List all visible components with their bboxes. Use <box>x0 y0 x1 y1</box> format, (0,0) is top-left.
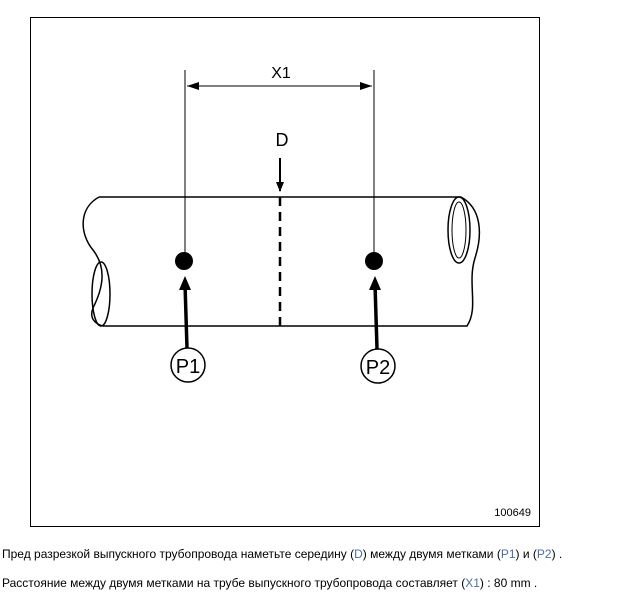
mark-p2-arrowhead <box>369 276 381 290</box>
reference-p1: P1 <box>500 547 516 561</box>
mark-p1-label: P1 <box>176 356 200 378</box>
pipe <box>82 196 481 327</box>
caption-text: ) . <box>551 547 563 561</box>
caption-text: ) и ( <box>515 547 537 561</box>
mark-p2-dot <box>365 252 383 270</box>
reference-p2: P2 <box>536 547 552 561</box>
caption-text: ) : 80 mm . <box>479 576 538 590</box>
figure-number: 100649 <box>494 507 531 519</box>
dimension-label: X1 <box>271 65 291 82</box>
mark-p1-arrowhead <box>179 276 191 290</box>
caption-text: ) между двумя метками ( <box>362 547 501 561</box>
mark-p2-arrow <box>373 283 379 350</box>
mark-p1-dot <box>175 252 193 270</box>
caption-text: Пред разрезкой выпускного трубопровода н… <box>2 547 355 561</box>
caption-line-1: Пред разрезкой выпускного трубопровода н… <box>2 547 562 561</box>
center-label: D <box>276 130 289 150</box>
caption-line-2: Расстояние между двумя метками на трубе … <box>2 576 537 590</box>
mark-p2-label: P2 <box>366 357 390 379</box>
pipe-diagram: D X1 P1 P2 100649 <box>82 65 531 519</box>
mark-p1-callout <box>170 347 206 383</box>
dimension-line-x1 <box>187 82 372 90</box>
figure-frame: D X1 P1 P2 100649 <box>30 17 540 527</box>
mark-p1-arrow <box>183 283 189 349</box>
caption-text: Расстояние между двумя метками на трубе … <box>2 576 466 590</box>
mark-p2-callout <box>360 348 396 384</box>
reference-d: D <box>354 547 363 561</box>
reference-x1: X1 <box>465 576 480 590</box>
